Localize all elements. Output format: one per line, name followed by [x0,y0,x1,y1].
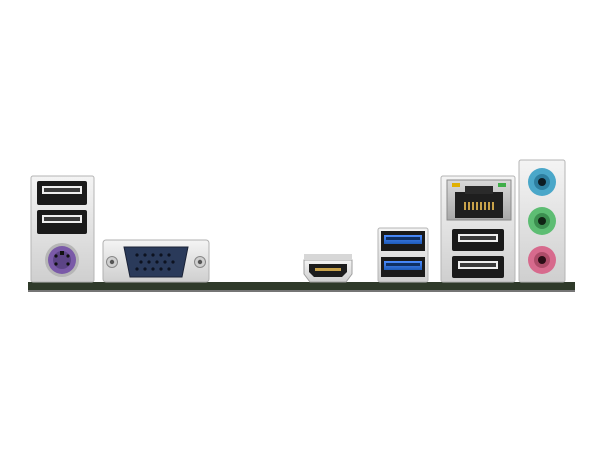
lan-led-right [498,183,506,187]
pcb-edge-shadow [28,290,575,292]
audio-line-in-jack[interactable] [528,168,556,196]
ps2-port[interactable] [45,243,79,277]
vga-port[interactable] [102,239,210,283]
usb-2-port-bottom[interactable] [37,210,87,234]
usb-2-port-top[interactable] [37,181,87,205]
usb-2-port-right-bottom[interactable] [452,256,504,278]
audio-line-out-jack[interactable] [528,207,556,235]
hdmi-port[interactable] [303,254,353,283]
pcb-edge [28,282,575,290]
usb-3-port-top[interactable] [381,231,425,251]
usb-3-port-bottom[interactable] [381,257,425,277]
lan-led-left [452,183,460,187]
usb-2-port-right-top[interactable] [452,229,504,251]
audio-mic-jack[interactable] [528,246,556,274]
rj45-port[interactable] [446,179,512,221]
